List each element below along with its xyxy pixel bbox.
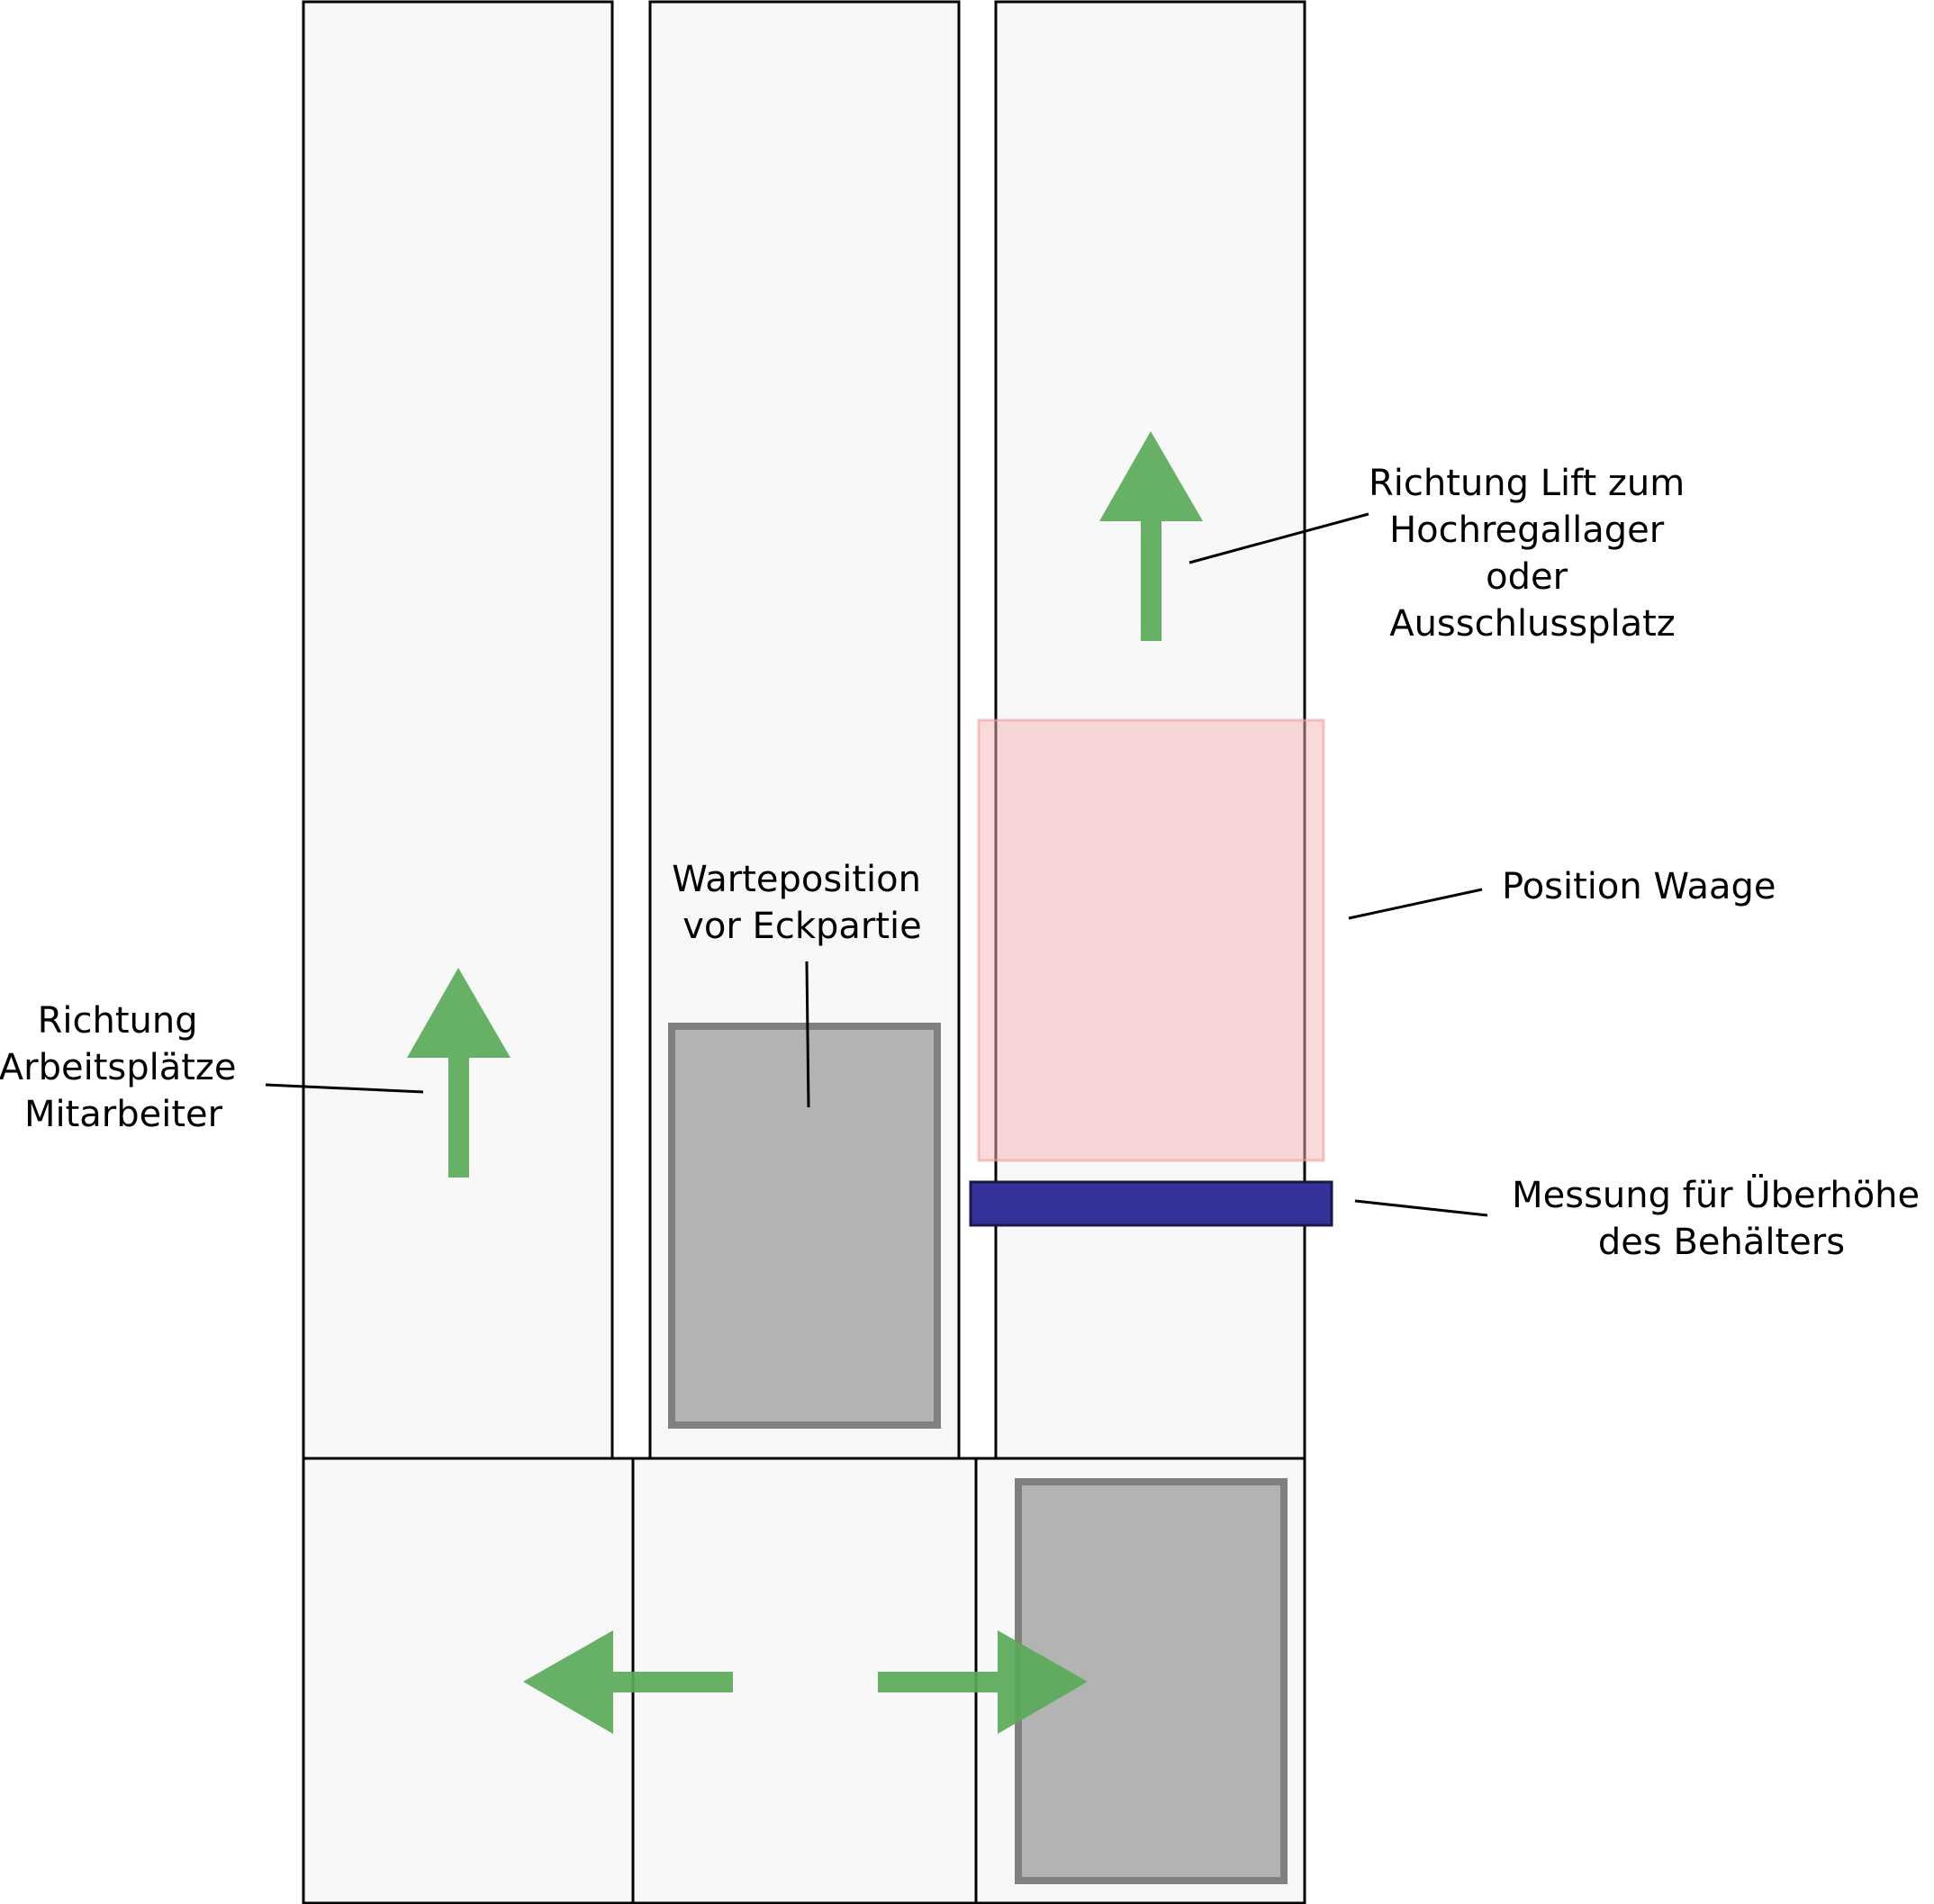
arrow-right-transfer [878, 1630, 1088, 1734]
leader-height-check [1354, 1199, 1488, 1217]
label-waiting-position: Warteposition vor Eckpartie [672, 859, 932, 947]
leader-lift [1188, 512, 1369, 564]
leader-scale [1348, 888, 1483, 920]
arrow-left-transfer [523, 1630, 733, 1734]
scale-zone [977, 718, 1325, 1162]
waiting-container [668, 1023, 941, 1429]
label-scale-position: Position Waage [1502, 866, 1776, 907]
label-lift-direction: Richtung Lift zum Hochregallager oder Au… [1369, 463, 1696, 645]
label-workplaces: Richtung Arbeitsplätze Mitarbeiter [0, 1000, 248, 1135]
overheight-sensor-bar [969, 1180, 1333, 1227]
leader-workplaces [265, 1083, 424, 1094]
arrow-up-lift [1099, 431, 1203, 641]
arrow-up-workplaces [407, 968, 511, 1178]
leader-waiting [805, 961, 810, 1108]
left-conveyor-lane [302, 0, 614, 1460]
label-height-measurement: Messung für Überhöhe des Behälters [1512, 1173, 1931, 1263]
